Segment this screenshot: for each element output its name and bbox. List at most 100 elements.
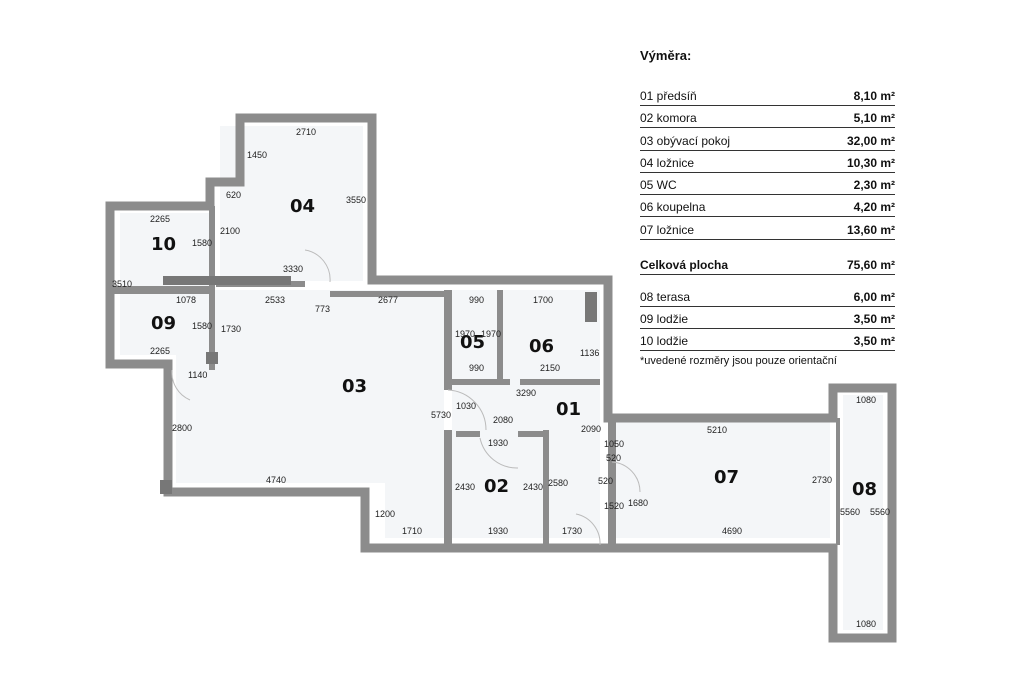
dimension-label: 5560 [840, 507, 860, 517]
total-label: Celková plocha [640, 257, 729, 272]
dimension-label: 520 [606, 453, 621, 463]
dimension-label: 2265 [150, 346, 170, 356]
dimension-label: 2800 [172, 423, 192, 433]
legend-row: 03 obývací pokoj 32,00 m² [640, 130, 895, 151]
dimension-label: 2430 [455, 482, 475, 492]
room-label: 01 [556, 399, 581, 420]
room-name: 07 ložnice [640, 222, 695, 237]
dimension-label: 3330 [283, 264, 303, 274]
room-name: 01 předsíň [640, 89, 697, 103]
legend-row: 07 ložnice 13,60 m² [640, 219, 895, 240]
room-area: 4,20 m² [853, 200, 895, 215]
dimension-label: 1700 [533, 295, 553, 305]
dimension-label: 1710 [402, 526, 422, 536]
dimension-label: 1030 [456, 401, 476, 411]
dimension-label: 1970 [455, 329, 475, 339]
dimension-label: 2533 [265, 295, 285, 305]
dimension-label: 2100 [220, 226, 240, 236]
dimension-label: 1200 [375, 509, 395, 519]
dimension-label: 1930 [488, 526, 508, 536]
dimension-label: 1080 [856, 395, 876, 405]
dimension-label: 1078 [176, 295, 196, 305]
dimension-label: 4740 [266, 475, 286, 485]
room-area: 6,00 m² [853, 289, 895, 304]
room-label: 04 [290, 196, 315, 217]
dimension-label: 1580 [192, 238, 212, 248]
dimension-label: 1080 [856, 619, 876, 629]
legend-title: Výměra: [640, 48, 692, 63]
dimension-label: 990 [469, 295, 484, 305]
room-area: 8,10 m² [853, 89, 895, 103]
room-name: 06 koupelna [640, 200, 706, 215]
room-area: 3,50 m² [853, 312, 895, 327]
dimension-label: 1520 [604, 501, 624, 511]
disclaimer-note: *uvedené rozměry jsou pouze orientační [640, 355, 837, 368]
dimension-label: 2090 [581, 424, 601, 434]
room-label: 08 [852, 479, 877, 500]
dimension-label: 620 [226, 190, 241, 200]
legend-row: 10 lodžie 3,50 m² [640, 330, 895, 352]
room-area: 13,60 m² [846, 222, 895, 237]
dimension-label: 4690 [722, 526, 742, 536]
wall-blocks [160, 276, 597, 494]
legend-row: 01 předsíň 8,10 m² [640, 85, 895, 106]
dimension-label: 3510 [112, 279, 132, 289]
dimension-label: 5730 [431, 410, 451, 420]
dimension-labels: 2710 1450 620 3550 2100 2265 1580 3510 3… [112, 127, 890, 629]
dimension-label: 1136 [580, 348, 599, 358]
dimension-label: 3550 [346, 195, 366, 205]
dimension-label: 5560 [870, 507, 890, 517]
room-area: 3,50 m² [853, 334, 895, 349]
room-name: 02 komora [640, 111, 697, 126]
room-label: 05 [460, 332, 485, 353]
dimension-label: 1730 [562, 526, 582, 536]
room-name: 04 ložnice [640, 155, 695, 170]
dimension-label: 990 [469, 363, 484, 373]
legend-row: 09 lodžie 3,50 m² [640, 308, 895, 330]
dimension-label: 2580 [548, 478, 568, 488]
dimension-label: 3290 [516, 388, 536, 398]
legend-row: 04 ložnice 10,30 m² [640, 152, 895, 173]
dimension-label: 1050 [604, 439, 624, 449]
legend-row: 08 terasa 6,00 m² [640, 286, 895, 307]
door-swings [171, 249, 641, 546]
dimension-label: 5210 [707, 425, 727, 435]
total-area: 75,60 m² [846, 257, 895, 272]
legend-row: 06 koupelna 4,20 m² [640, 196, 895, 218]
room-name: 09 lodžie [640, 312, 689, 327]
dimension-label: 2150 [540, 363, 560, 373]
room-name: 10 lodžie [640, 334, 689, 349]
room-label: 06 [529, 336, 554, 357]
dimension-label: 2677 [378, 295, 398, 305]
dimension-label: 1580 [192, 321, 212, 331]
room-name: 05 WC [640, 178, 677, 193]
dimension-label: 1930 [488, 438, 508, 448]
room-labels: 04 10 09 03 05 06 01 02 07 08 [151, 196, 877, 500]
room-name: 03 obývací pokoj [640, 133, 731, 148]
room-label: 09 [151, 313, 176, 334]
dimension-label: 2710 [296, 127, 316, 137]
room-label: 02 [484, 476, 509, 497]
dimension-label: 2265 [150, 214, 170, 224]
floors [120, 126, 883, 630]
room-name: 08 terasa [640, 289, 691, 304]
room-area: 5,10 m² [853, 111, 895, 126]
dimension-label: 1140 [188, 370, 207, 380]
room-label: 03 [342, 376, 367, 397]
room-area: 32,00 m² [846, 133, 895, 148]
room-label: 10 [151, 234, 176, 255]
dimension-label: 520 [598, 476, 613, 486]
dimension-label: 1730 [221, 324, 241, 334]
dimension-label: 2080 [493, 415, 513, 425]
dimension-label: 773 [315, 304, 330, 314]
dimension-label: 1450 [247, 150, 267, 160]
dimension-label: 2430 [523, 482, 543, 492]
area-legend: Výměra: 01 předsíň 8,10 m² 02 komora 5,10 … [640, 48, 895, 367]
room-area: 2,30 m² [853, 178, 895, 193]
dimension-label: 2730 [812, 475, 832, 485]
legend-row: 05 WC 2,30 m² [640, 174, 895, 196]
room-area: 10,30 m² [846, 155, 895, 170]
legend-total-row: Celková plocha 75,60 m² [640, 254, 895, 275]
dimension-label: 1680 [628, 498, 648, 508]
